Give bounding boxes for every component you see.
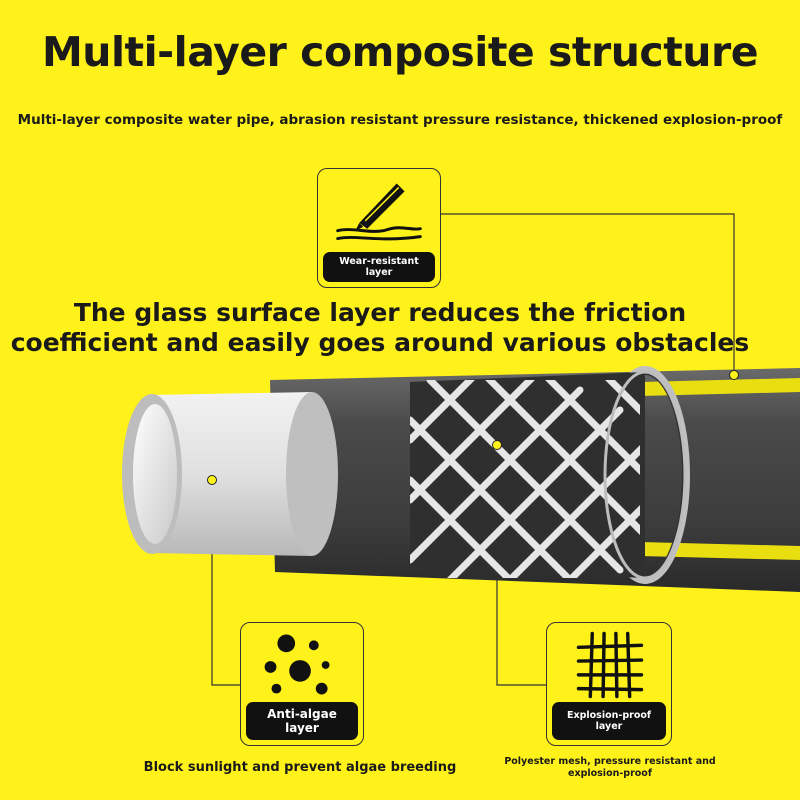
caption-algae: Block sunlight and prevent algae breedin…: [143, 760, 457, 775]
card-wear-label-line1: Wear-resistant: [339, 256, 419, 267]
dots-icon: [264, 634, 330, 695]
inner-tube-bore: [133, 404, 177, 544]
caption-explosion-line2: explosion-proof: [568, 768, 652, 779]
hose-stripe-bottom: [640, 542, 800, 560]
card-explosion-label-line2: layer: [595, 721, 623, 732]
caption-explosion: Polyester mesh, pressure resistant and e…: [490, 756, 730, 780]
card-wear-label-line2: layer: [365, 267, 393, 278]
hose-stripe-top: [640, 378, 800, 396]
card-explosion-label-line1: Explosion-proof: [566, 710, 651, 721]
card-explosion-proof: Explosion-proof layer: [546, 622, 672, 746]
marker-algae: [207, 475, 217, 485]
marker-explosion: [492, 440, 502, 450]
headline-line-2: coefficient and easily goes around vario…: [10, 328, 750, 357]
polyester-mesh: [410, 380, 640, 578]
headline-line-1: The glass surface layer reduces the fric…: [73, 298, 687, 327]
grid-mesh-icon: [576, 631, 644, 699]
marker-wear: [729, 370, 739, 380]
page-title: Multi-layer composite structure: [41, 28, 759, 76]
card-wear-label: Wear-resistant layer: [323, 252, 435, 282]
card-anti-algae: Anti-algae layer: [240, 622, 364, 746]
card-algae-label-line2: layer: [285, 721, 319, 735]
card-explosion-label: Explosion-proof layer: [552, 702, 666, 740]
page-subtitle: Multi-layer composite water pipe, abrasi…: [17, 112, 783, 128]
inner-tube-body: [150, 392, 312, 556]
card-algae-label-line1: Anti-algae: [267, 707, 337, 721]
leader-wear: [441, 213, 735, 375]
caption-explosion-line1: Polyester mesh, pressure resistant and: [504, 756, 716, 767]
headline: The glass surface layer reduces the fric…: [0, 298, 760, 358]
card-algae-label: Anti-algae layer: [246, 702, 358, 740]
pen-scratch-icon: [336, 183, 422, 241]
card-wear-resistant: Wear-resistant layer: [317, 168, 441, 288]
inner-tube-end: [286, 392, 338, 556]
